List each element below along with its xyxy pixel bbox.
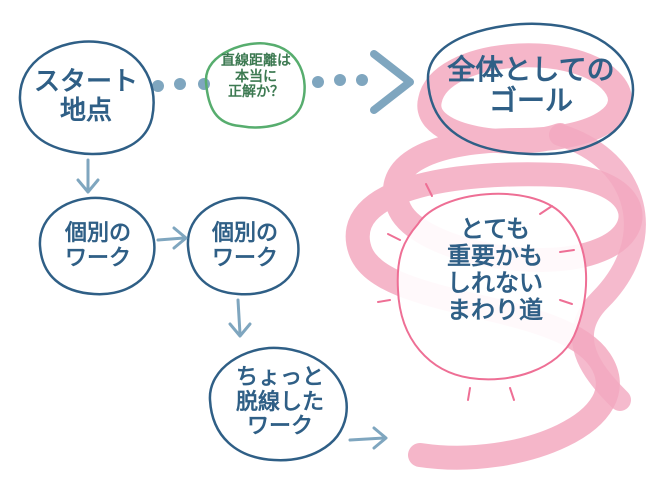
work-node-2-label: 個別の ワーク xyxy=(192,221,298,271)
goal-node-label: 全体としての ゴール xyxy=(432,54,630,117)
start-node-circle xyxy=(18,40,155,156)
arrow-detour-to-spiral xyxy=(348,426,388,450)
start-node-line-1: スタート xyxy=(33,67,138,97)
start-node-label: スタート 地点 xyxy=(24,67,148,127)
arrow-work1-to-work2 xyxy=(156,226,188,250)
callout-line-3: しれない xyxy=(447,268,543,297)
detour-callout-bubble xyxy=(396,192,588,381)
callout-line-4: まわり道 xyxy=(447,295,543,324)
note-line-3: 正解か？ xyxy=(228,84,284,101)
arrow-work2-to-detour xyxy=(228,298,252,338)
detour-line-1: ちょっと xyxy=(235,365,324,390)
callout-line-1: とても xyxy=(459,215,531,243)
callout-emphasis-ticks xyxy=(377,183,575,401)
work-node-2-circle xyxy=(186,196,300,296)
detour-work-node-label: ちょっと 脱線した ワーク xyxy=(214,365,346,440)
goal-line-2: ゴール xyxy=(488,84,573,118)
note-line-2: 本当に xyxy=(235,68,277,85)
note-bubble-label: 直線距離は 本当に 正解か？ xyxy=(208,53,304,101)
work-node-1-label: 個別の ワーク xyxy=(44,221,152,271)
goal-node-circle xyxy=(426,22,635,156)
callout-line-2: 重要かも xyxy=(447,241,543,270)
detour-callout-label: とても 重要かも しれない まわり道 xyxy=(410,216,580,324)
work-node-1-circle xyxy=(38,196,156,296)
pink-spiral-path-2 xyxy=(549,124,646,411)
detour-line-2: 脱線した xyxy=(235,389,324,415)
detour-work-node-circle xyxy=(208,346,348,462)
goal-line-1: 全体としての xyxy=(447,53,615,86)
work1-line-1: 個別の xyxy=(64,221,131,246)
detour-line-3: ワーク xyxy=(246,414,313,440)
note-bubble-outline xyxy=(204,42,306,129)
arrow-start-to-work1 xyxy=(76,158,100,194)
work2-line-1: 個別の xyxy=(211,221,278,246)
start-node-line-2: 地点 xyxy=(59,96,112,127)
goal-arrowhead xyxy=(370,50,414,114)
note-line-1: 直線距離は xyxy=(221,53,291,69)
work1-line-2: ワーク xyxy=(64,245,131,271)
work2-line-2: ワーク xyxy=(211,245,278,271)
